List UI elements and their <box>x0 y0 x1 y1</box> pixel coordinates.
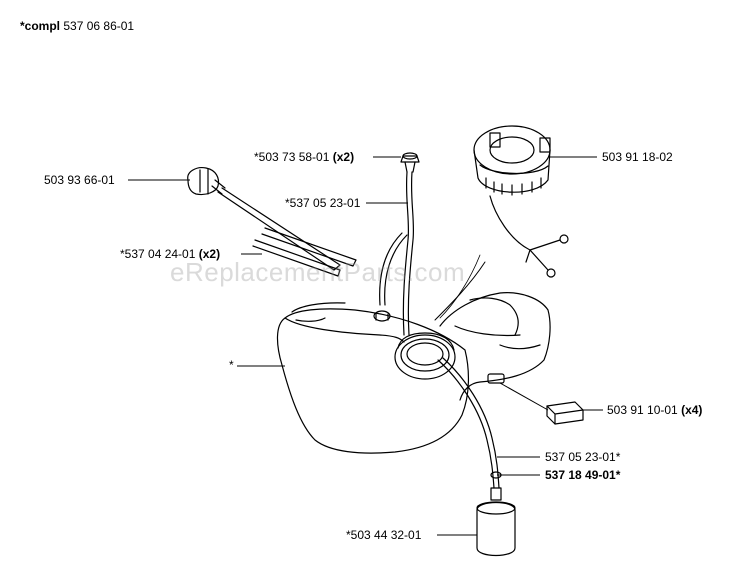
damper-drawing <box>546 401 584 425</box>
callout-ring: 537 18 49-01* <box>545 468 620 482</box>
callout-fuel-tank: * <box>229 358 234 372</box>
callout-text: *537 04 24-01 <box>120 247 196 261</box>
callout-fuel-hose-pair: *537 04 24-01 (x2) <box>120 247 220 261</box>
assembly-title: *compl 537 06 86-01 <box>20 19 134 33</box>
watermark: eReplacementParts.com <box>170 257 466 287</box>
callout-text: 503 93 66-01 <box>44 173 115 187</box>
primer-bulb-drawing <box>187 167 357 277</box>
assembly-number: 537 06 86-01 <box>63 19 135 33</box>
callout-primer-bulb: 503 93 66-01 <box>44 173 115 187</box>
callout-damper: 503 91 10-01 (x4) <box>607 403 702 417</box>
callout-qty: (x2) <box>332 150 355 164</box>
callout-text: 537 18 49-01* <box>545 468 621 482</box>
callout-text: *537 05 23-01 <box>285 196 361 210</box>
fuel-filter-drawing <box>476 487 516 557</box>
callout-fuel-filter: *503 44 32-01 <box>346 528 421 542</box>
callout-fuel-cap: 503 91 18-02 <box>602 150 673 164</box>
callout-grommet: *503 73 58-01 (x2) <box>254 150 354 164</box>
assembly-prefix: *compl <box>20 19 61 33</box>
callout-fuel-hose-upper: *537 05 23-01 <box>285 196 360 210</box>
fuel-cap-drawing <box>473 125 569 278</box>
callout-text: 503 91 18-02 <box>602 150 673 164</box>
callout-text: * <box>229 358 234 372</box>
fuel-hose-upper-drawing <box>379 152 420 336</box>
callout-fuel-hose-lower: 537 05 23-01* <box>545 450 620 464</box>
callout-qty: (x4) <box>681 403 703 417</box>
callout-text: *503 73 58-01 <box>254 150 330 164</box>
callout-qty: (x2) <box>198 247 221 261</box>
fuel-tank-drawing <box>276 292 551 454</box>
fuel-hose-lower-drawing <box>437 357 502 489</box>
callout-text: 537 05 23-01* <box>545 450 621 464</box>
callout-text: *503 44 32-01 <box>346 528 422 542</box>
callout-text: 503 91 10-01 <box>607 403 678 417</box>
